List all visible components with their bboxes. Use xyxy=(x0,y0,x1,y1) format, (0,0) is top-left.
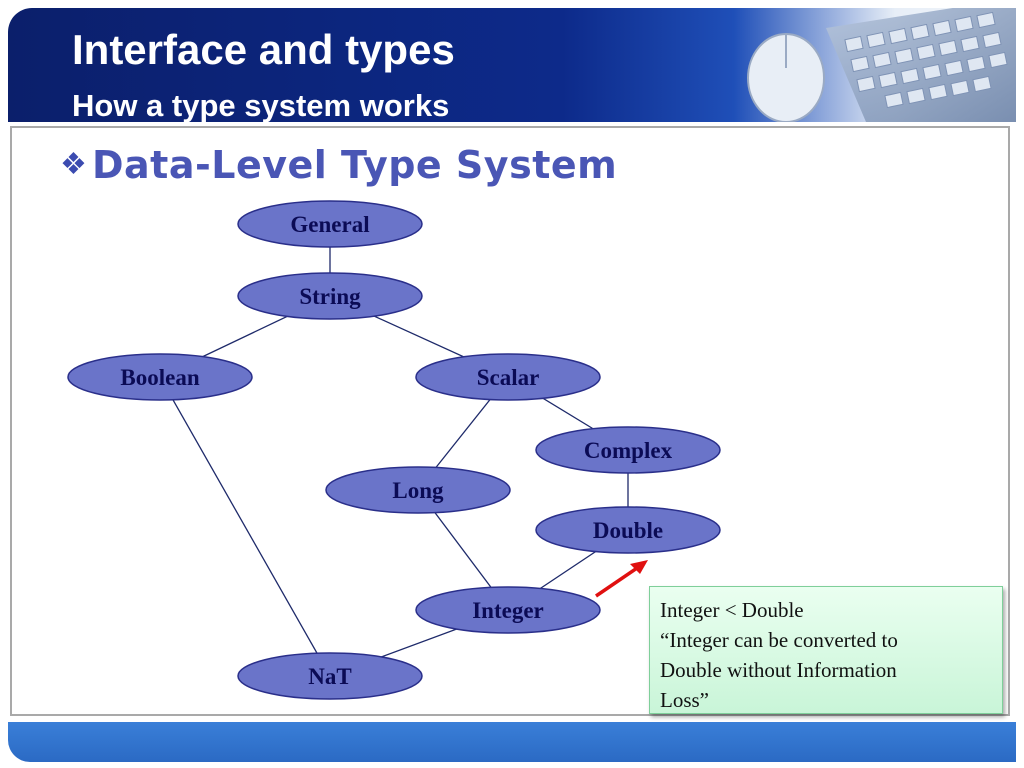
node-general: General xyxy=(237,200,423,248)
node-label: String xyxy=(299,284,361,309)
keyboard-mouse-image xyxy=(747,8,1016,122)
node-string: String xyxy=(237,272,423,320)
node-label: NaT xyxy=(308,664,351,689)
highlight-arrowhead xyxy=(630,560,648,574)
node-ellipse xyxy=(415,586,601,634)
node-scalar: Scalar xyxy=(415,353,601,401)
diamond-bullet-icon: ❖ xyxy=(60,148,87,181)
slide-title: Interface and types xyxy=(72,26,455,73)
node-label: Complex xyxy=(584,438,673,463)
note-box: Integer < Double “Integer can be convert… xyxy=(649,586,1003,714)
note-line: Integer < Double xyxy=(660,598,804,622)
node-ellipse xyxy=(237,200,423,248)
highlight-arrow xyxy=(595,564,641,598)
node-boolean: Boolean xyxy=(67,353,253,401)
slide-subtitle: How a type system works xyxy=(72,88,450,122)
node-double: Double xyxy=(535,506,721,554)
node-ellipse xyxy=(415,353,601,401)
node-ellipse xyxy=(535,426,721,474)
slide-header: Interface and types How a type system wo… xyxy=(8,8,1016,122)
node-label: General xyxy=(290,212,369,237)
node-integer: Integer xyxy=(415,586,601,634)
node-long: Long xyxy=(325,466,511,514)
node-label: Integer xyxy=(472,598,544,623)
node-ellipse xyxy=(67,353,253,401)
note-line: Double without Information xyxy=(660,658,897,682)
node-label: Boolean xyxy=(120,365,199,390)
note-line: “Integer can be converted to xyxy=(660,628,898,652)
node-label: Double xyxy=(593,518,663,543)
node-label: Long xyxy=(392,478,444,503)
node-ellipse xyxy=(237,272,423,320)
node-nat: NaT xyxy=(237,652,423,700)
node-ellipse xyxy=(237,652,423,700)
node-complex: Complex xyxy=(535,426,721,474)
edge-boolean-nat xyxy=(159,376,331,677)
node-label: Scalar xyxy=(477,365,540,390)
node-ellipse xyxy=(325,466,511,514)
note-line: Loss” xyxy=(660,688,709,712)
section-heading: Data-Level Type System xyxy=(92,143,618,187)
node-ellipse xyxy=(535,506,721,554)
slide-footer-bar xyxy=(8,722,1016,762)
